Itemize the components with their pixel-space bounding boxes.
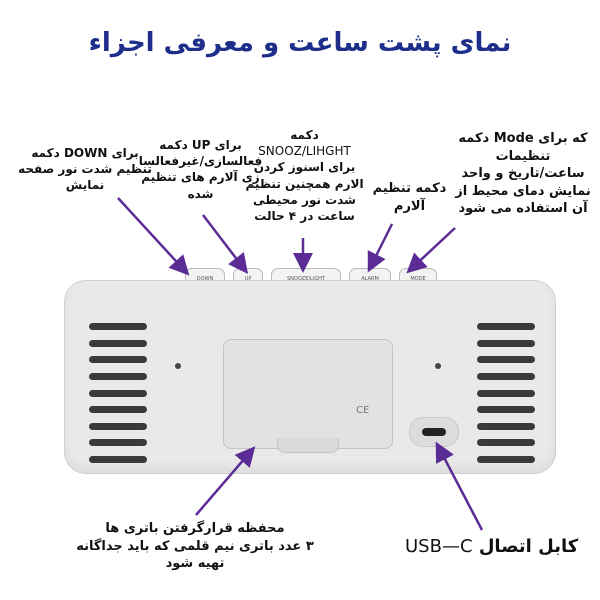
ce-mark: CE bbox=[356, 405, 370, 416]
alarm-desc-line: دکمه تنظیم bbox=[372, 181, 447, 196]
mode-desc-line: آن استفاده می شود bbox=[458, 201, 588, 217]
vent-slot bbox=[477, 439, 535, 447]
snooze-button-description: دکمه SNOOZ/LIHGHT برای اسنوز کردن الارم … bbox=[242, 127, 367, 224]
snooze-desc-line: الارم همچنین تنظیم bbox=[245, 176, 364, 191]
snooze-desc-line: ساعت در ۴ حالت bbox=[254, 208, 355, 223]
vent-slot bbox=[477, 339, 535, 347]
mode-desc-line: نمایش دمای محیط از bbox=[455, 183, 591, 199]
page-title: نمای پشت ساعت و معرفی اجزاء bbox=[88, 28, 512, 58]
mode-button-description: که برای Mode دکمه تنظیمات ساعت/تاریخ و و… bbox=[452, 130, 594, 218]
snooze-desc-line: دکمه bbox=[290, 128, 319, 142]
clock-back-panel: CE bbox=[64, 280, 556, 474]
arrow-down bbox=[117, 197, 190, 276]
vent-slot bbox=[477, 372, 535, 380]
up-desc-line: زی آلارم های تنظیم bbox=[141, 170, 260, 185]
vent-slot bbox=[89, 356, 147, 364]
battery-cover-tab[interactable] bbox=[277, 438, 339, 453]
down-desc-line: تنظیم شدت نور صفحه bbox=[18, 162, 152, 177]
battery-compartment-cover[interactable] bbox=[223, 339, 393, 449]
vent-slot bbox=[477, 323, 535, 330]
vent-slot bbox=[89, 456, 147, 463]
arrow-up bbox=[202, 214, 249, 274]
vent-slot bbox=[89, 422, 147, 430]
mode-desc-line: تنظیمات bbox=[495, 148, 551, 164]
vent-slot bbox=[89, 323, 147, 330]
vent-slot bbox=[477, 456, 535, 463]
mode-desc-line: که برای Mode دکمه bbox=[458, 131, 588, 146]
battery-compartment-description: محفظه قرارگرفتن باتری ها ۳ عدد باتری نیم… bbox=[55, 520, 335, 573]
vent-slot bbox=[477, 406, 535, 414]
down-desc-line: برای DOWN دکمه bbox=[31, 146, 139, 160]
vent-slot bbox=[477, 422, 535, 430]
mounting-hole bbox=[175, 363, 181, 369]
up-desc-line: برای UP دکمه bbox=[159, 138, 242, 152]
vent-slot bbox=[477, 356, 535, 364]
down-button-description: برای DOWN دکمه تنظیم شدت نور صفحه نمایش bbox=[10, 145, 160, 194]
battery-desc-line: تهیه شود bbox=[165, 556, 225, 572]
up-desc-line: شده bbox=[187, 186, 214, 201]
snooze-desc-line: SNOOZ/LIHGHT bbox=[258, 144, 351, 159]
right-vent bbox=[477, 323, 535, 463]
alarm-button-description: دکمه تنظیم آلارم bbox=[362, 180, 457, 215]
vent-slot bbox=[89, 339, 147, 347]
arrow-mode bbox=[406, 227, 456, 274]
alarm-desc-line: آلارم bbox=[393, 198, 426, 214]
mode-desc-line: ساعت/تاریخ و واحد bbox=[461, 166, 585, 182]
snooze-desc-line: برای اسنوز کردن bbox=[253, 160, 356, 175]
up-desc-line: فعالسازی/غیرفعالسا bbox=[138, 154, 263, 169]
snooze-desc-line: شدت نور محیطی bbox=[253, 192, 356, 207]
up-button-description: برای UP دکمه فعالسازی/غیرفعالسا زی آلارم… bbox=[138, 137, 263, 202]
vent-slot bbox=[89, 406, 147, 414]
vent-slot bbox=[89, 439, 147, 447]
usb-c-port-opening bbox=[422, 428, 446, 436]
vent-slot bbox=[89, 372, 147, 380]
mounting-hole bbox=[435, 363, 441, 369]
battery-desc-line: محفظه قرارگرفتن باتری ها bbox=[105, 521, 285, 536]
battery-desc-line: ۳ عدد باتری نیم قلمی که باید جداگانه bbox=[76, 538, 314, 554]
vent-slot bbox=[477, 389, 535, 397]
usb-c-port[interactable] bbox=[409, 417, 459, 447]
usb-c-description: کابل اتصال USB—C bbox=[405, 536, 578, 557]
arrow-alarm bbox=[367, 223, 394, 273]
usb-label-en: USB—C bbox=[405, 536, 473, 557]
down-desc-line: نمایش bbox=[65, 178, 105, 193]
vent-slot bbox=[89, 389, 147, 397]
usb-label-fa: کابل اتصال bbox=[478, 536, 579, 557]
left-vent bbox=[89, 323, 147, 463]
